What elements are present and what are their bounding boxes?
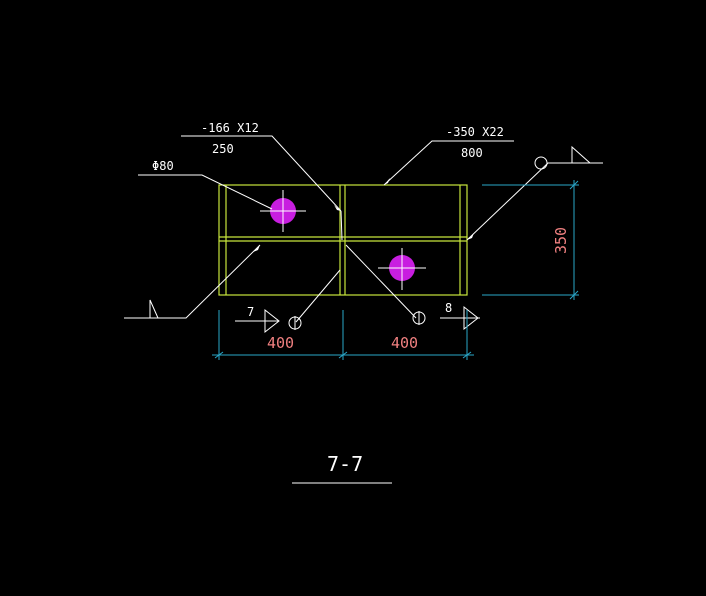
- dim-v-tick-top: [569, 180, 579, 190]
- dim-v-tick-bottom: [569, 290, 579, 300]
- hole-bottom-right: [378, 248, 426, 290]
- plate-a-spec-label: -166 X12: [201, 121, 259, 135]
- leaders: [124, 135, 603, 323]
- section-marker-8: [412, 305, 480, 331]
- dim-width-right-text: 400: [391, 334, 418, 352]
- leader-arrowheads: [253, 178, 474, 252]
- weld-symbol-left: [149, 299, 159, 319]
- dimensions: [212, 180, 579, 360]
- weld-symbol-right: [571, 145, 591, 164]
- leader-center-to-weld-8: [345, 244, 417, 319]
- section-title: 7-7: [327, 452, 363, 476]
- leader-plate-a: [181, 135, 342, 212]
- dim-width-left-text: 400: [267, 334, 294, 352]
- arrowhead: [467, 233, 474, 240]
- dim-h-tick-right: [462, 351, 472, 359]
- section-marker-7-triangle: [264, 308, 280, 334]
- hole-diameter-label: Φ80: [152, 159, 174, 173]
- plate-b-spec-label: -350 X22: [446, 125, 504, 139]
- section-marker-8-triangle: [463, 305, 479, 331]
- leader-weld-left: [124, 244, 261, 319]
- labels: -166 X12 250 -350 X22 800 Φ80 7 8 400 40…: [152, 121, 570, 484]
- section-marker-7-label: 7: [247, 305, 254, 319]
- arrowhead: [384, 178, 390, 185]
- section-marker-8-label: 8: [445, 301, 452, 315]
- dim-h-tick-left: [214, 351, 224, 359]
- leader-plate-b: [383, 140, 514, 186]
- weld-all-around-circle-right: [534, 156, 548, 170]
- arrowhead: [253, 245, 260, 252]
- plate-a-length-label: 250: [212, 142, 234, 156]
- dim-height-text: 350: [552, 227, 570, 254]
- hole-top-left: [260, 190, 306, 232]
- leader-center-to-weld-7: [295, 269, 341, 323]
- section-marker-7: [235, 308, 302, 334]
- dim-h-tick-mid: [338, 351, 348, 359]
- leader-hole-dia: [138, 174, 273, 210]
- arrowhead: [334, 205, 341, 211]
- leader-weld-right: [466, 162, 603, 241]
- leader-plate-a-ext: [340, 210, 343, 241]
- plate-b-length-label: 800: [461, 146, 483, 160]
